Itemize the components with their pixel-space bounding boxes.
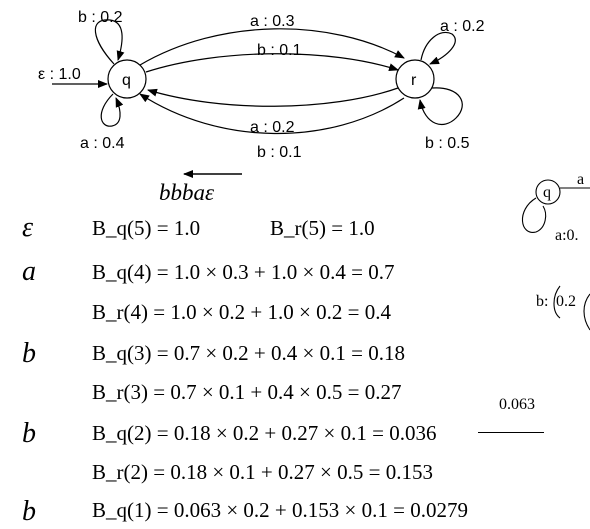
eq-br2: B_r(2) = 0.18 × 0.1 + 0.27 × 0.5 = 0.153	[92, 460, 433, 484]
partial-label-a-prob: a:0.	[555, 227, 579, 244]
edge-r-q-inner	[147, 87, 399, 107]
r-loop-bottom	[417, 87, 463, 126]
edge-r-q-inner-label: a : 0.2	[250, 119, 295, 136]
state-q-circle	[107, 59, 147, 99]
partial-loop	[521, 197, 547, 233]
q-loop-top	[94, 19, 125, 65]
partial-loop-b-right	[583, 293, 590, 331]
edge-r-q-outer-label: b : 0.1	[257, 144, 302, 161]
eq-br5: B_r(5) = 1.0	[270, 216, 375, 240]
partial-label-b: b:	[536, 293, 548, 310]
eq-bq1: B_q(1) = 0.063 × 0.2 + 0.153 × 0.1 = 0.0…	[92, 498, 468, 522]
state-r-label: r	[411, 72, 417, 89]
eq-br4: B_r(4) = 1.0 × 0.2 + 1.0 × 0.2 = 0.4	[92, 300, 391, 324]
partial-loop-b-left	[553, 285, 561, 319]
partial-state-q-label: q	[543, 184, 551, 201]
symbol-epsilon: ε	[22, 212, 34, 243]
state-r-circle	[395, 59, 435, 99]
r-loop-bottom-label: b : 0.5	[425, 135, 470, 152]
observation-sequence: bbbaε	[159, 180, 215, 205]
eq-bq4: B_q(4) = 1.0 × 0.3 + 1.0 × 0.4 = 0.7	[92, 260, 395, 284]
r-loop-top-label: a : 0.2	[440, 18, 485, 35]
symbol-b-3: b	[22, 496, 36, 527]
symbol-a: a	[22, 256, 36, 287]
eq-bq2: B_q(2) = 0.18 × 0.2 + 0.27 × 0.1 = 0.036	[92, 421, 437, 445]
edge-r-q-outer	[139, 93, 405, 135]
edge-q-r-inner-label: b : 0.1	[257, 42, 302, 59]
edge-q-r-outer-label: a : 0.3	[250, 13, 295, 30]
r-loop-top	[420, 31, 456, 65]
q-loop-bottom-label: a : 0.4	[80, 135, 125, 152]
partial-label-a: a	[577, 171, 584, 188]
eq-bq3: B_q(3) = 0.7 × 0.2 + 0.4 × 0.1 = 0.18	[92, 341, 405, 365]
partial-state-q-circle	[535, 179, 561, 205]
state-q-label: q	[122, 72, 131, 89]
symbol-b-2: b	[22, 418, 36, 449]
symbol-b-1: b	[22, 338, 36, 369]
eq-br3: B_r(3) = 0.7 × 0.1 + 0.4 × 0.5 = 0.27	[92, 380, 402, 404]
partial-label-b-prob: 0.2	[556, 293, 576, 310]
q-loop-bottom	[100, 93, 124, 127]
eq-bq5: B_q(5) = 1.0	[92, 216, 201, 240]
edge-q-r-inner	[145, 53, 399, 73]
edge-q-r-outer	[139, 28, 405, 66]
strikethrough-line	[478, 432, 544, 433]
q-loop-top-label: b : 0.2	[78, 9, 123, 26]
initial-label: ε : 1.0	[38, 66, 81, 83]
correction-value: 0.063	[499, 396, 535, 413]
